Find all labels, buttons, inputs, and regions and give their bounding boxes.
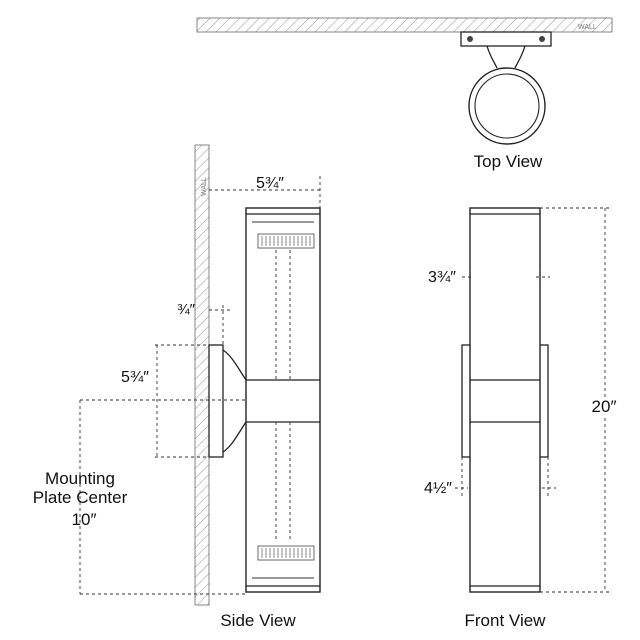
side-view-backplate <box>208 344 224 458</box>
top-view-screw-right <box>539 36 545 42</box>
top-view-label: Top View <box>474 152 543 171</box>
side-view-bottom-grille-lines <box>261 548 311 558</box>
overall-height-dimension: 20″ <box>540 207 619 593</box>
front-backplate-width-dimension: 4½″ <box>424 457 556 497</box>
top-view-ring-outer <box>468 67 546 145</box>
side-view: WALL <box>33 144 321 630</box>
front-view-body <box>469 207 541 593</box>
top-view-screw-left <box>467 36 473 42</box>
top-view-neck <box>486 45 526 69</box>
top-view: WALL Top View <box>196 17 613 171</box>
side-view-wall-label: WALL <box>201 177 208 196</box>
side-view-top-grille-lines <box>261 236 311 246</box>
top-view-ring-inner <box>474 73 540 139</box>
front-backplate-width-label: 4½″ <box>424 480 452 497</box>
top-view-wall-label: WALL <box>578 24 597 31</box>
side-view-bottom-grille <box>257 545 315 561</box>
mounting-center-line2: Plate Center <box>33 488 128 507</box>
side-view-top-grille <box>257 233 315 249</box>
side-depth-label: 5¾″ <box>256 175 284 192</box>
side-view-arm <box>222 349 247 453</box>
side-offset-label: ¾″ <box>177 301 196 318</box>
front-width-label: 3¾″ <box>428 269 456 286</box>
top-view-mount-plate <box>460 31 552 47</box>
top-view-wall-strip <box>196 17 613 33</box>
mounting-center-dimension: Mounting Plate Center 10″ <box>33 399 246 595</box>
mounting-center-value: 10″ <box>72 510 97 529</box>
front-width-dimension: 3¾″ <box>428 269 550 286</box>
side-view-body <box>245 207 321 593</box>
side-offset-dimension: ¾″ <box>177 301 232 345</box>
side-backplate-height-dimension: 5¾″ <box>121 344 209 458</box>
side-view-wall <box>194 144 210 606</box>
side-backplate-height-label: 5¾″ <box>121 369 149 386</box>
front-view-label: Front View <box>465 611 547 630</box>
mounting-center-line1: Mounting <box>45 469 115 488</box>
side-view-label: Side View <box>220 611 296 630</box>
overall-height-label: 20″ <box>592 397 617 416</box>
side-depth-dimension: 5¾″ <box>209 175 321 208</box>
front-view: 3¾″ 4½″ 20″ Front View <box>424 207 619 630</box>
